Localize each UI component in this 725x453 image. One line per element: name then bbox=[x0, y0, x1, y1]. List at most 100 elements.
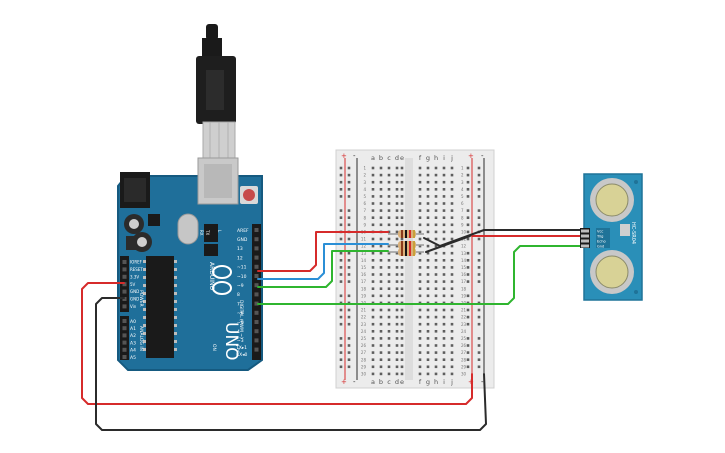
breadboard-hole[interactable] bbox=[395, 195, 399, 198]
rail-hole[interactable] bbox=[466, 322, 470, 326]
breadboard-hole[interactable] bbox=[400, 372, 404, 376]
breadboard-hole[interactable] bbox=[450, 287, 454, 290]
analog-pin-socket[interactable] bbox=[122, 326, 127, 331]
breadboard-hole[interactable] bbox=[450, 365, 454, 369]
breadboard-hole[interactable] bbox=[371, 259, 375, 262]
rail-hole[interactable] bbox=[477, 209, 481, 212]
rail-hole[interactable] bbox=[347, 223, 351, 227]
breadboard-hole[interactable] bbox=[395, 237, 399, 241]
breadboard-hole[interactable] bbox=[426, 351, 430, 354]
digital-pin-socket[interactable] bbox=[254, 347, 259, 352]
breadboard-hole[interactable] bbox=[371, 173, 375, 177]
breadboard-hole[interactable] bbox=[450, 301, 454, 305]
breadboard-hole[interactable] bbox=[379, 330, 383, 333]
rail-hole[interactable] bbox=[347, 166, 351, 170]
breadboard-hole[interactable] bbox=[379, 358, 383, 361]
breadboard-hole[interactable] bbox=[400, 180, 404, 184]
breadboard-hole[interactable] bbox=[395, 209, 399, 212]
breadboard-hole[interactable] bbox=[442, 202, 446, 205]
breadboard-hole[interactable] bbox=[379, 259, 383, 262]
rail-hole[interactable] bbox=[466, 273, 470, 276]
breadboard-hole[interactable] bbox=[387, 173, 391, 177]
breadboard-hole[interactable] bbox=[400, 166, 404, 170]
breadboard-hole[interactable] bbox=[400, 330, 404, 333]
breadboard-hole[interactable] bbox=[418, 280, 422, 283]
rail-hole[interactable] bbox=[339, 188, 343, 191]
breadboard-hole[interactable] bbox=[434, 259, 438, 262]
breadboard-hole[interactable] bbox=[442, 294, 446, 298]
breadboard-hole[interactable] bbox=[371, 337, 375, 340]
breadboard-hole[interactable] bbox=[379, 209, 383, 212]
breadboard-hole[interactable] bbox=[371, 266, 375, 269]
breadboard-hole[interactable] bbox=[450, 166, 454, 170]
rail-hole[interactable] bbox=[477, 195, 481, 198]
breadboard-hole[interactable] bbox=[450, 344, 454, 347]
breadboard-hole[interactable] bbox=[371, 237, 375, 241]
breadboard-hole[interactable] bbox=[395, 372, 399, 376]
digital-pin-socket[interactable] bbox=[254, 329, 259, 334]
breadboard-hole[interactable] bbox=[379, 287, 383, 290]
rail-hole[interactable] bbox=[477, 308, 481, 312]
breadboard-hole[interactable] bbox=[379, 195, 383, 198]
breadboard-hole[interactable] bbox=[395, 251, 399, 255]
rail-hole[interactable] bbox=[477, 173, 481, 177]
breadboard-hole[interactable] bbox=[426, 308, 430, 312]
breadboard-hole[interactable] bbox=[395, 173, 399, 177]
breadboard-hole[interactable] bbox=[395, 280, 399, 283]
rail-hole[interactable] bbox=[347, 180, 351, 184]
breadboard-hole[interactable] bbox=[450, 315, 454, 319]
rail-hole[interactable] bbox=[339, 273, 343, 276]
breadboard-hole[interactable] bbox=[379, 223, 383, 227]
breadboard-hole[interactable] bbox=[442, 308, 446, 312]
breadboard-hole[interactable] bbox=[379, 188, 383, 191]
breadboard-hole[interactable] bbox=[426, 322, 430, 326]
rail-hole[interactable] bbox=[477, 344, 481, 347]
breadboard-hole[interactable] bbox=[426, 251, 430, 255]
breadboard-hole[interactable] bbox=[418, 216, 422, 219]
rail-hole[interactable] bbox=[466, 315, 470, 319]
breadboard-hole[interactable] bbox=[418, 195, 422, 198]
breadboard-hole[interactable] bbox=[387, 372, 391, 376]
breadboard-hole[interactable] bbox=[442, 273, 446, 276]
rail-hole[interactable] bbox=[339, 237, 343, 241]
breadboard-hole[interactable] bbox=[400, 358, 404, 361]
breadboard-hole[interactable] bbox=[387, 351, 391, 354]
breadboard-hole[interactable] bbox=[387, 308, 391, 312]
rail-hole[interactable] bbox=[466, 209, 470, 212]
breadboard-hole[interactable] bbox=[442, 372, 446, 376]
breadboard-hole[interactable] bbox=[426, 280, 430, 283]
breadboard-hole[interactable] bbox=[442, 173, 446, 177]
rail-hole[interactable] bbox=[347, 251, 351, 255]
rail-hole[interactable] bbox=[466, 358, 470, 361]
power-pin-socket[interactable] bbox=[122, 267, 127, 272]
breadboard-hole[interactable] bbox=[387, 273, 391, 276]
breadboard-hole[interactable] bbox=[387, 330, 391, 333]
breadboard-hole[interactable] bbox=[371, 195, 375, 198]
rail-hole[interactable] bbox=[466, 301, 470, 305]
rail-hole[interactable] bbox=[466, 294, 470, 298]
breadboard-hole[interactable] bbox=[442, 287, 446, 290]
breadboard-hole[interactable] bbox=[395, 180, 399, 184]
breadboard-hole[interactable] bbox=[426, 259, 430, 262]
rail-hole[interactable] bbox=[347, 337, 351, 340]
breadboard-hole[interactable] bbox=[379, 273, 383, 276]
breadboard-hole[interactable] bbox=[442, 315, 446, 319]
power-pin-socket[interactable] bbox=[122, 304, 127, 309]
breadboard-hole[interactable] bbox=[450, 209, 454, 212]
breadboard-hole[interactable] bbox=[434, 344, 438, 347]
breadboard-hole[interactable] bbox=[434, 216, 438, 219]
breadboard-hole[interactable] bbox=[371, 188, 375, 191]
breadboard-hole[interactable] bbox=[418, 273, 422, 276]
breadboard-hole[interactable] bbox=[395, 223, 399, 227]
breadboard-hole[interactable] bbox=[387, 301, 391, 305]
breadboard-hole[interactable] bbox=[371, 251, 375, 255]
breadboard-hole[interactable] bbox=[395, 216, 399, 219]
digital-pin-socket[interactable] bbox=[254, 283, 259, 288]
rail-hole[interactable] bbox=[477, 223, 481, 227]
breadboard-hole[interactable] bbox=[379, 301, 383, 305]
breadboard-hole[interactable] bbox=[371, 344, 375, 347]
breadboard-hole[interactable] bbox=[387, 251, 391, 255]
rail-hole[interactable] bbox=[466, 237, 470, 241]
breadboard-hole[interactable] bbox=[387, 230, 391, 234]
breadboard-hole[interactable] bbox=[426, 344, 430, 347]
